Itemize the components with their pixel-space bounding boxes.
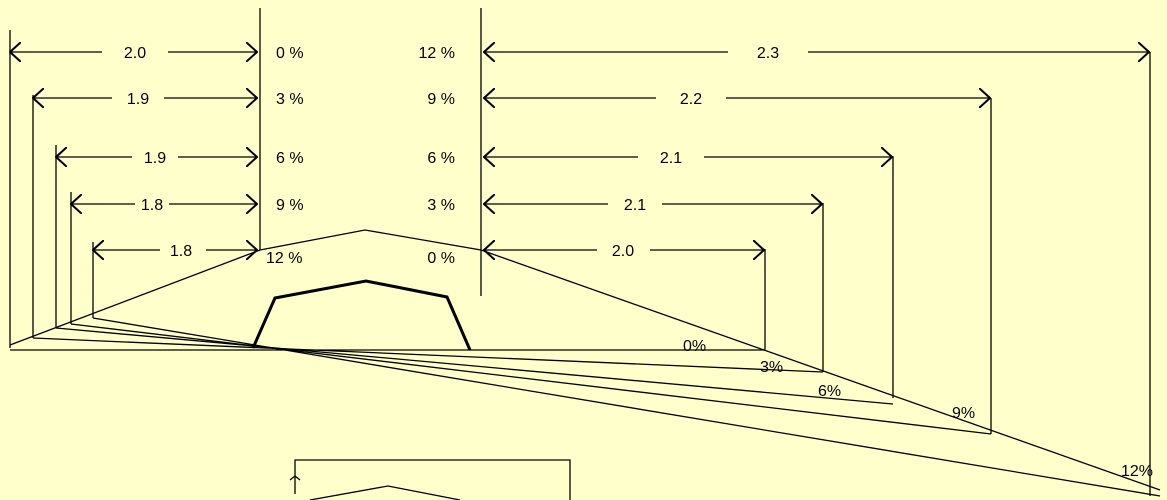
right-dimension-label: 2.0 [612,243,634,260]
right-slope-label: 6 % [427,150,455,167]
left-dimension-label: 1.8 [170,243,192,260]
bottom-partial-figure [289,459,571,500]
ray-slope-label: 12% [1121,463,1153,480]
left-slope-label: 12 % [266,250,302,267]
right-dimension-label: 2.2 [680,91,702,108]
left-dimension-label: 2.0 [124,45,146,62]
right-dimension-label: 2.1 [624,197,646,214]
left-dimension-label: 1.9 [127,91,149,108]
right-dimension-label: 2.1 [660,150,682,167]
left-slope-label: 3 % [276,91,304,108]
slope-rays [10,317,1161,497]
right-slope-label: 9 % [427,91,455,108]
left-extension-lines [9,30,94,348]
left-slope-label: 0 % [276,45,304,62]
right-slope-label: 12 % [419,45,455,62]
right-dimension-arrows [484,52,1149,250]
left-dimension-label: 1.8 [141,197,163,214]
left-dimension-label: 1.9 [144,150,166,167]
ray-slope-label: 3% [760,359,783,376]
left-slope-label: 9 % [276,197,304,214]
right-extension-lines [764,52,1151,496]
inner-roof-shape [251,279,472,351]
right-dimension-label: 2.3 [757,45,779,62]
left-dimension-arrows [10,52,257,250]
right-slope-label: 0 % [427,250,455,267]
left-slope-label: 6 % [276,150,304,167]
outer-roof-outline [9,229,1161,491]
ray-slope-label: 0% [683,338,706,355]
ray-slope-label: 6% [818,383,841,400]
ray-slope-label: 9% [952,405,975,422]
right-slope-label: 3 % [427,197,455,214]
